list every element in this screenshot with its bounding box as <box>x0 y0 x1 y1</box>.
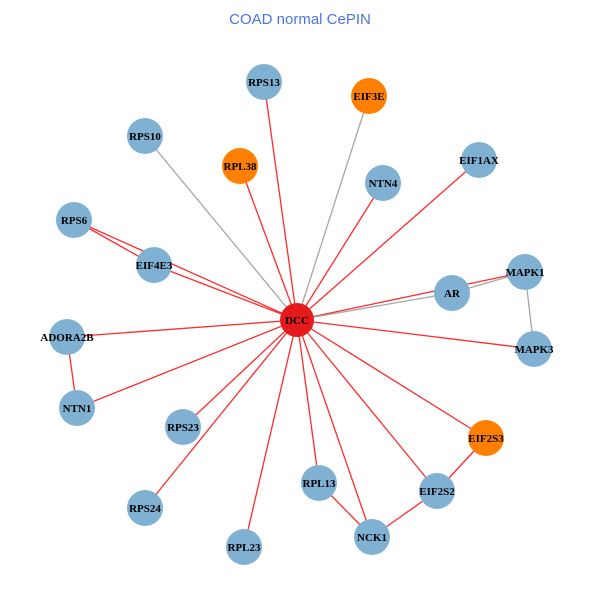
node-eif2s2[interactable]: EIF2S2 <box>419 473 455 509</box>
node-circle[interactable] <box>222 148 258 184</box>
node-circle[interactable] <box>246 64 282 100</box>
edge-dcc-rpl38 <box>239 165 298 321</box>
node-label: RPL13 <box>303 478 337 490</box>
node-label: DCC <box>285 315 309 327</box>
node-label: RPS10 <box>129 131 161 143</box>
node-label: NTN4 <box>369 178 398 190</box>
node-label: AR <box>444 288 461 300</box>
node-mapk3[interactable]: MAPK3 <box>514 331 554 367</box>
edge-dcc-mapk1 <box>296 271 526 321</box>
edge-dcc-adora2b <box>66 319 298 338</box>
edge-dcc-rps24 <box>144 319 298 509</box>
node-label: MAPK3 <box>514 344 554 356</box>
node-rps23[interactable]: RPS23 <box>165 409 201 445</box>
edge-dcc-rps13 <box>263 81 298 321</box>
node-label: NCK1 <box>357 532 387 544</box>
node-label: EIF3E <box>353 91 384 103</box>
node-circle[interactable] <box>419 473 455 509</box>
edge-dcc-rps10 <box>144 135 298 321</box>
edge-dcc-ar <box>296 292 453 321</box>
edge-dcc-eif2s3 <box>296 319 487 439</box>
node-circle[interactable] <box>136 247 172 283</box>
node-label: EIF1AX <box>459 155 499 167</box>
node-label: EIF2S2 <box>419 486 455 498</box>
edge-dcc-eif1ax <box>296 159 480 321</box>
node-rps13[interactable]: RPS13 <box>246 64 282 100</box>
node-label: RPL38 <box>224 161 258 173</box>
node-label: RPS6 <box>61 215 88 227</box>
edge-dcc-rps6 <box>73 219 298 321</box>
node-circle[interactable] <box>516 331 552 367</box>
node-circle[interactable] <box>226 529 262 565</box>
node-ntn1[interactable]: NTN1 <box>59 390 95 426</box>
edge-dcc-rps23 <box>182 319 298 428</box>
edge-dcc-rpl23 <box>243 319 298 548</box>
edge-dcc-eif2s2 <box>296 319 438 492</box>
node-circle[interactable] <box>365 165 401 201</box>
node-rpl38[interactable]: RPL38 <box>222 148 258 184</box>
node-label: RPS13 <box>248 77 280 89</box>
node-circle[interactable] <box>280 303 314 337</box>
node-label: NTN1 <box>63 403 92 415</box>
node-circle[interactable] <box>127 118 163 154</box>
figure-title: COAD normal CePIN <box>229 11 371 28</box>
node-mapk1[interactable]: MAPK1 <box>505 254 545 290</box>
edge-dcc-ntn4 <box>296 182 384 321</box>
edge-dcc-rpl13 <box>296 319 320 484</box>
node-eif4e3[interactable]: EIF4E3 <box>136 247 173 283</box>
node-rps24[interactable]: RPS24 <box>127 490 163 526</box>
node-circle[interactable] <box>165 409 201 445</box>
node-circle[interactable] <box>56 202 92 238</box>
node-circle[interactable] <box>49 319 85 355</box>
node-adora2b[interactable]: ADORA2B <box>40 319 94 355</box>
node-circle[interactable] <box>59 390 95 426</box>
node-dcc[interactable]: DCC <box>280 303 314 337</box>
node-rps10[interactable]: RPS10 <box>127 118 163 154</box>
node-label: RPS24 <box>129 503 161 515</box>
node-rpl13[interactable]: RPL13 <box>301 465 337 501</box>
node-nck1[interactable]: NCK1 <box>354 519 390 555</box>
node-circle[interactable] <box>468 420 504 456</box>
node-eif1ax[interactable]: EIF1AX <box>459 142 499 178</box>
node-circle[interactable] <box>461 142 497 178</box>
node-label: MAPK1 <box>505 267 544 279</box>
node-eif3e[interactable]: EIF3E <box>351 78 387 114</box>
node-eif2s3[interactable]: EIF2S3 <box>468 420 504 456</box>
node-rps6[interactable]: RPS6 <box>56 202 92 238</box>
node-circle[interactable] <box>354 519 390 555</box>
node-ar[interactable]: AR <box>434 275 470 311</box>
node-circle[interactable] <box>301 465 337 501</box>
edge-dcc-mapk3 <box>296 319 535 350</box>
node-label: ADORA2B <box>40 332 94 344</box>
edge-dcc-nck1 <box>296 319 373 538</box>
node-rpl23[interactable]: RPL23 <box>226 529 262 565</box>
node-circle[interactable] <box>127 490 163 526</box>
edge-dcc-ntn1 <box>76 319 298 409</box>
node-circle[interactable] <box>351 78 387 114</box>
node-label: RPS23 <box>167 422 199 434</box>
node-circle[interactable] <box>507 254 543 290</box>
node-label: EIF2S3 <box>468 433 504 445</box>
edge-dcc-eif3e <box>296 95 370 321</box>
node-circle[interactable] <box>434 275 470 311</box>
node-label: EIF4E3 <box>136 260 173 272</box>
node-label: RPL23 <box>228 542 262 554</box>
edge-dcc-eif4e3 <box>153 264 298 321</box>
node-ntn4[interactable]: NTN4 <box>365 165 401 201</box>
